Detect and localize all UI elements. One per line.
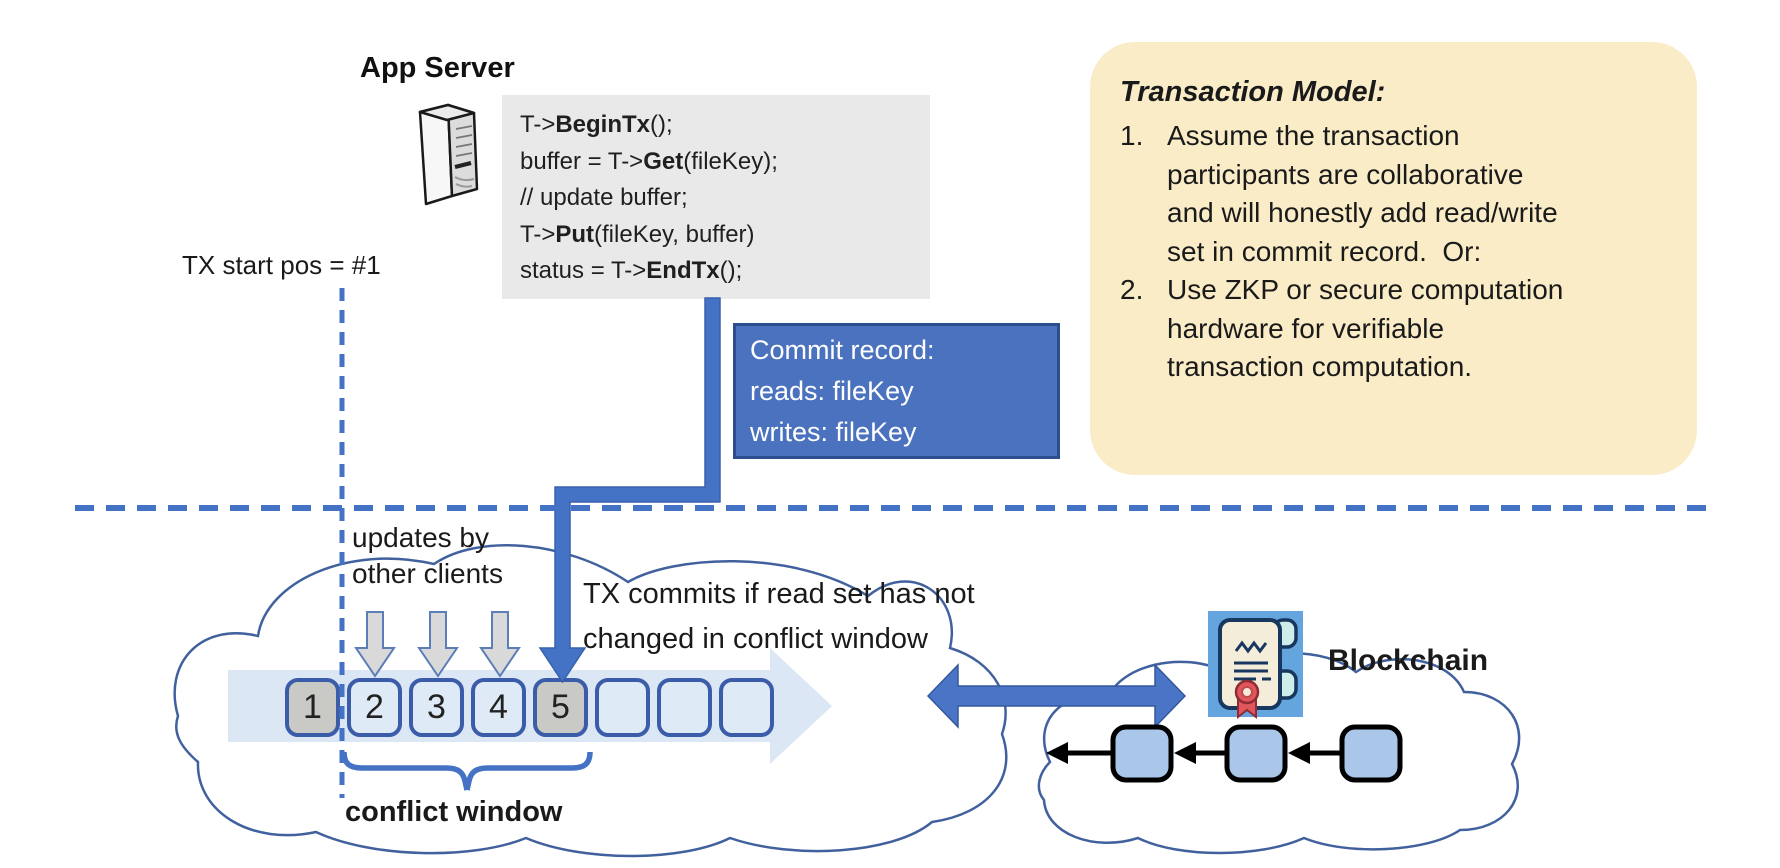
transaction-model-item: 1. Assume the transaction participants a… (1120, 120, 1558, 267)
updates-by-other-clients-label: updates by other clients (352, 522, 503, 589)
code-line: T->Put(fileKey, buffer) (520, 220, 755, 248)
transaction-model-callout: Transaction Model: 1. Assume the transac… (1090, 42, 1697, 475)
commit-record-line: reads: fileKey (750, 376, 914, 406)
version-box: 5 (533, 678, 588, 737)
commit-record-line: writes: fileKey (750, 417, 917, 447)
transaction-code-block: T->BeginTx(); buffer = T->Get(fileKey); … (502, 95, 930, 299)
blockchain-label: Blockchain (1328, 644, 1489, 677)
code-line: // update buffer; (520, 184, 688, 211)
version-box: 1 (285, 678, 340, 737)
code-line: buffer = T->Get(fileKey); (520, 147, 778, 175)
commit-record-line: Commit record: (750, 335, 935, 365)
version-box: 2 (347, 678, 402, 737)
commit-record-box: Commit record: reads: fileKey writes: fi… (733, 323, 1060, 459)
app-server-title: App Server (360, 52, 515, 84)
tx-commits-label: TX commits if read set has not changed i… (583, 578, 975, 655)
version-box (657, 678, 712, 737)
code-line: T->BeginTx(); (520, 111, 673, 138)
version-box (719, 678, 774, 737)
code-line: status = T->EndTx(); (520, 257, 743, 284)
transaction-model-item: 2. Use ZKP or secure computation hardwar… (1120, 274, 1564, 382)
version-box: 4 (471, 678, 526, 737)
transaction-model-title: Transaction Model: (1120, 76, 1386, 108)
conflict-window-label: conflict window (345, 796, 563, 828)
version-box (595, 678, 650, 737)
version-box: 3 (409, 678, 464, 737)
tx-start-pos-label: TX start pos = #1 (182, 250, 381, 280)
